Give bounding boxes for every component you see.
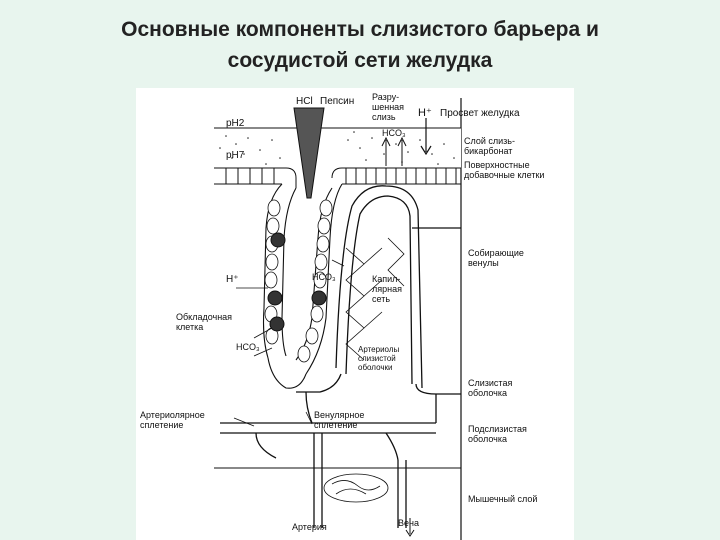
mucosa-arterioles xyxy=(296,373,461,395)
page-title: Основные компоненты слизистого барьера и… xyxy=(0,14,720,76)
submucosal-plexus xyxy=(220,391,437,461)
label-ph2: pH2 xyxy=(226,118,245,129)
label-hcl: HCl xyxy=(296,96,313,107)
label-parietal-cell: Обкладочная клетка xyxy=(176,312,235,332)
label-artery: Артерия xyxy=(292,522,327,532)
label-submucosa: Подслизистая оболочка xyxy=(468,424,529,444)
label-ph7: pH7 xyxy=(226,150,245,161)
surface-epithelium xyxy=(214,167,461,188)
label-hco3-low: HCO₃ xyxy=(236,342,260,352)
label-mucosa: Слизистая оболочка xyxy=(468,378,515,398)
label-mucus-layer: Слой слизь- бикарбонат xyxy=(464,136,518,156)
mucus-layer xyxy=(214,127,461,168)
hco3-arrows xyxy=(381,136,407,166)
label-lumen: Просвет желудка xyxy=(440,108,520,119)
label-venular-plexus: Венулярное сплетение xyxy=(314,410,367,430)
label-pointers xyxy=(233,259,345,427)
label-h-plus-top: H⁺ xyxy=(418,107,432,119)
diagram-canvas: HCl Пепсин Разру- шенная слизь H⁺ Просве… xyxy=(140,92,544,540)
title-line-2: сосудистой сети желудка xyxy=(227,49,493,72)
label-destroyed-mucus: Разру- шенная слизь xyxy=(372,92,407,122)
label-surface-cells: Поверхностные добавочные клетки xyxy=(464,160,544,180)
parietal-cells xyxy=(267,232,327,332)
capillary-loop xyxy=(335,185,423,389)
label-hco3-mid: HCO₃ xyxy=(312,272,336,282)
label-destroyed-mucus-l2: шенная xyxy=(372,102,404,112)
label-h-plus-left: H⁺ xyxy=(226,274,239,285)
muscle-vessels xyxy=(323,473,389,503)
label-arteriolar-plexus: Артериолярное сплетение xyxy=(140,410,207,430)
hcl-pepsin-funnel xyxy=(293,107,325,199)
capillary-net xyxy=(345,237,405,361)
label-destroyed-mucus-l1: Разру- xyxy=(372,92,399,102)
label-mucosa-arterioles: Артериолы слизистой оболочки xyxy=(358,345,401,372)
label-destroyed-mucus-l3: слизь xyxy=(372,112,396,122)
label-capillary-net: Капил- лярная сеть xyxy=(372,274,405,304)
h-plus-arrow xyxy=(420,118,432,156)
stomach-barrier-figure: HCl Пепсин Разру- шенная слизь H⁺ Просве… xyxy=(136,88,574,540)
artery-vein-trunks xyxy=(313,433,407,528)
vein-arrow xyxy=(405,518,415,537)
title-line-1: Основные компоненты слизистого барьера и xyxy=(121,18,599,41)
label-collecting-venules: Собирающие венулы xyxy=(468,248,526,268)
label-pepsin: Пепсин xyxy=(320,96,354,107)
label-muscle-layer: Мышечный слой xyxy=(468,494,537,504)
label-hco3-top: HCO₃ xyxy=(382,128,406,138)
label-vein: Вена xyxy=(398,518,419,528)
